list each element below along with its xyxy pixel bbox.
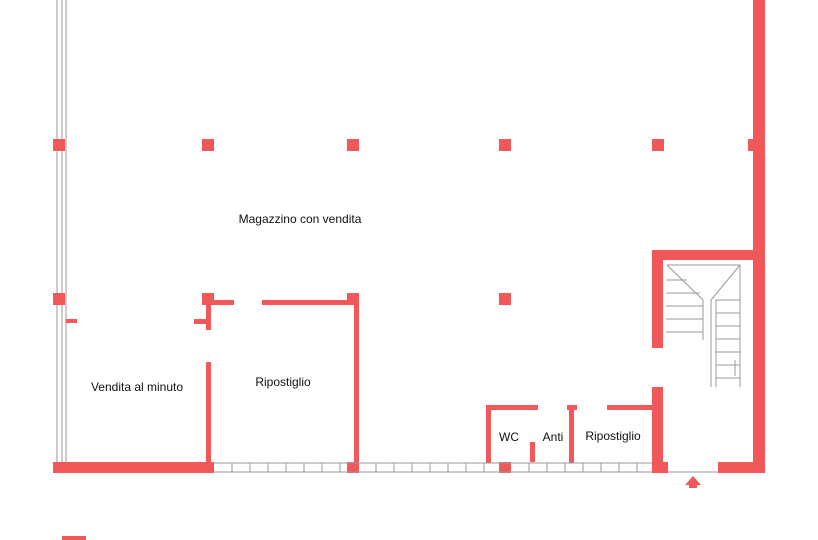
- stair-enclosure: [652, 250, 762, 473]
- column-row-top: [53, 139, 756, 151]
- wall-stub-center: [194, 319, 209, 324]
- room-label-warehouse: Magazzino con vendita: [239, 212, 362, 226]
- storefront-window-strip: [214, 462, 718, 473]
- partition-retail-storage: [206, 303, 211, 464]
- entrance-arrow-icon: [685, 476, 701, 488]
- right-outer-wall: [753, 0, 765, 472]
- room-label-retail: Vendita al minuto: [91, 380, 183, 394]
- staircase-icon: [666, 264, 741, 387]
- room-label-wc: WC: [499, 430, 519, 444]
- room-label-storage-left: Ripostiglio: [255, 375, 311, 389]
- storage-left-top-wall: [211, 298, 359, 466]
- wall-stub-left: [66, 319, 77, 323]
- legend-swatch: [62, 536, 86, 540]
- room-label-anti: Anti: [543, 430, 564, 444]
- service-rooms-walls: [486, 405, 655, 463]
- left-boundary-lines: [56, 0, 67, 462]
- room-label-storage-right: Ripostiglio: [585, 429, 641, 443]
- bottom-wall: [53, 462, 765, 473]
